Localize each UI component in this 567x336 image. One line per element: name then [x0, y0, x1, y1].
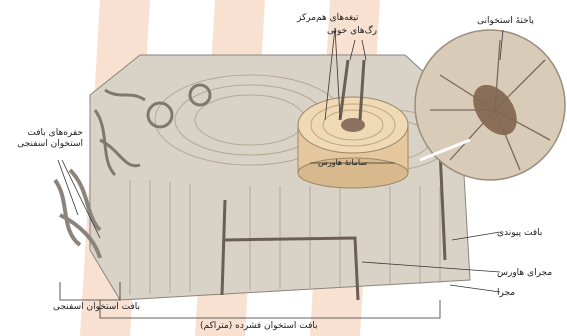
bone-cell-magnifier — [415, 30, 565, 180]
label-compact-bone: بافت استخوان فشرده (متراکم) — [200, 321, 318, 332]
label-spongy-bone: بافت استخوان اسفنجی — [53, 302, 140, 313]
label-canal: مجرا — [497, 288, 515, 299]
label-haversian-system: سامانهٔ هاورس — [318, 157, 367, 168]
label-bone-tissue: یاختهٔ استخوانی — [477, 16, 534, 27]
label-blood-vessels: رگ‌های خونی — [327, 26, 377, 37]
bone-block — [90, 55, 470, 300]
label-haversian-canal: مجرای هاورس — [497, 268, 552, 279]
label-connective-tissue: بافت پیوندی — [497, 228, 542, 239]
label-spongy-bone-parts: حفره‌های بافت استخوان اسفنجی — [3, 128, 83, 150]
label-concentric-lamellae: تیغه‌های هم‌مرکز — [297, 13, 359, 24]
haversian-cylinder — [298, 97, 408, 188]
